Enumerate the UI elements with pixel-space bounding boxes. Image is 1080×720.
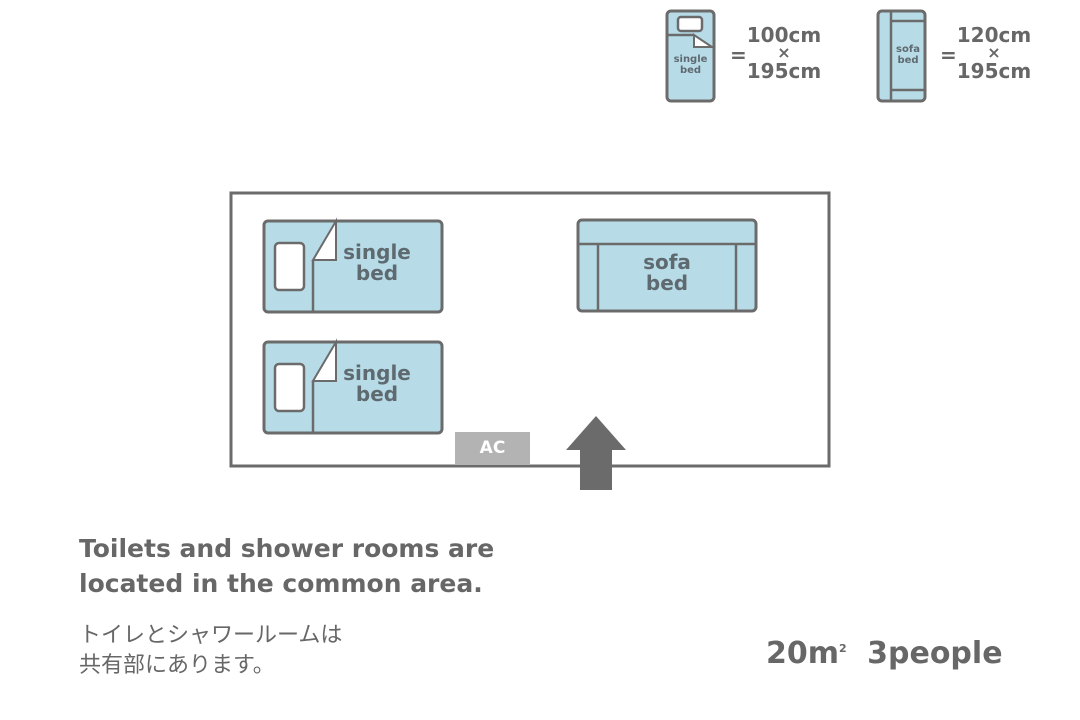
single-bed-2-line2: bed — [355, 382, 399, 406]
capacity: 3people — [867, 636, 1003, 671]
legend-single-length: 195cm — [746, 59, 822, 83]
ac-label: AC — [479, 438, 506, 458]
ac-unit — [455, 432, 530, 465]
single-bed-1-line1: single — [343, 240, 411, 264]
sofa-bed-label: sofa bed — [598, 252, 736, 294]
single-bed-1 — [262, 217, 444, 314]
japanese-note-line2: 共有部にあります。 — [79, 653, 275, 678]
legend-sofa-bed-icon — [876, 9, 927, 103]
legend-single-bed-line2: bed — [679, 64, 702, 76]
legend-single-bed-line1: single — [673, 54, 708, 65]
english-note: Toilets and shower rooms are located in … — [79, 531, 494, 601]
single-bed-1-line2: bed — [355, 261, 399, 285]
legend-single-bed-label: single bed — [667, 54, 714, 76]
legend-single-dimensions: 100cm × 195cm — [744, 25, 824, 81]
entrance-arrow-icon — [566, 416, 626, 490]
legend-sofa-dimensions: 120cm × 195cm — [954, 25, 1034, 81]
legend-sofa-equals: = — [940, 43, 957, 67]
japanese-note: トイレとシャワールームは 共有部にあります。 — [79, 621, 342, 681]
english-note-line2: located in the common area. — [79, 569, 483, 598]
single-bed-2-line1: single — [343, 361, 411, 385]
legend-sofa-bed-label: sofa bed — [891, 44, 925, 66]
legend-single-width: 100cm — [746, 23, 822, 47]
legend-sofa-bed-line2: bed — [897, 54, 919, 66]
area-unit-superscript: 2 — [839, 642, 847, 655]
legend-sofa-times: × — [987, 43, 1001, 62]
legend-single-times: × — [777, 43, 791, 62]
area-value: 20 — [766, 636, 808, 671]
legend-single-equals: = — [730, 43, 747, 67]
legend-sofa-width: 120cm — [956, 23, 1032, 47]
single-bed-1-label: single bed — [336, 242, 418, 284]
area-unit: m — [807, 636, 840, 671]
legend-single-bed-icon — [665, 9, 716, 103]
sofa-bed — [576, 218, 758, 313]
legend-sofa-bed-line1: sofa — [896, 44, 920, 55]
room-info: 20m2 3people — [766, 636, 1003, 671]
sofa-bed-line2: bed — [645, 271, 689, 295]
japanese-note-line1: トイレとシャワールームは — [79, 623, 343, 648]
english-note-line1: Toilets and shower rooms are — [79, 534, 495, 563]
legend-sofa-length: 195cm — [956, 59, 1032, 83]
sofa-bed-line1: sofa — [643, 250, 691, 274]
single-bed-2 — [262, 338, 444, 435]
single-bed-2-label: single bed — [336, 363, 418, 405]
